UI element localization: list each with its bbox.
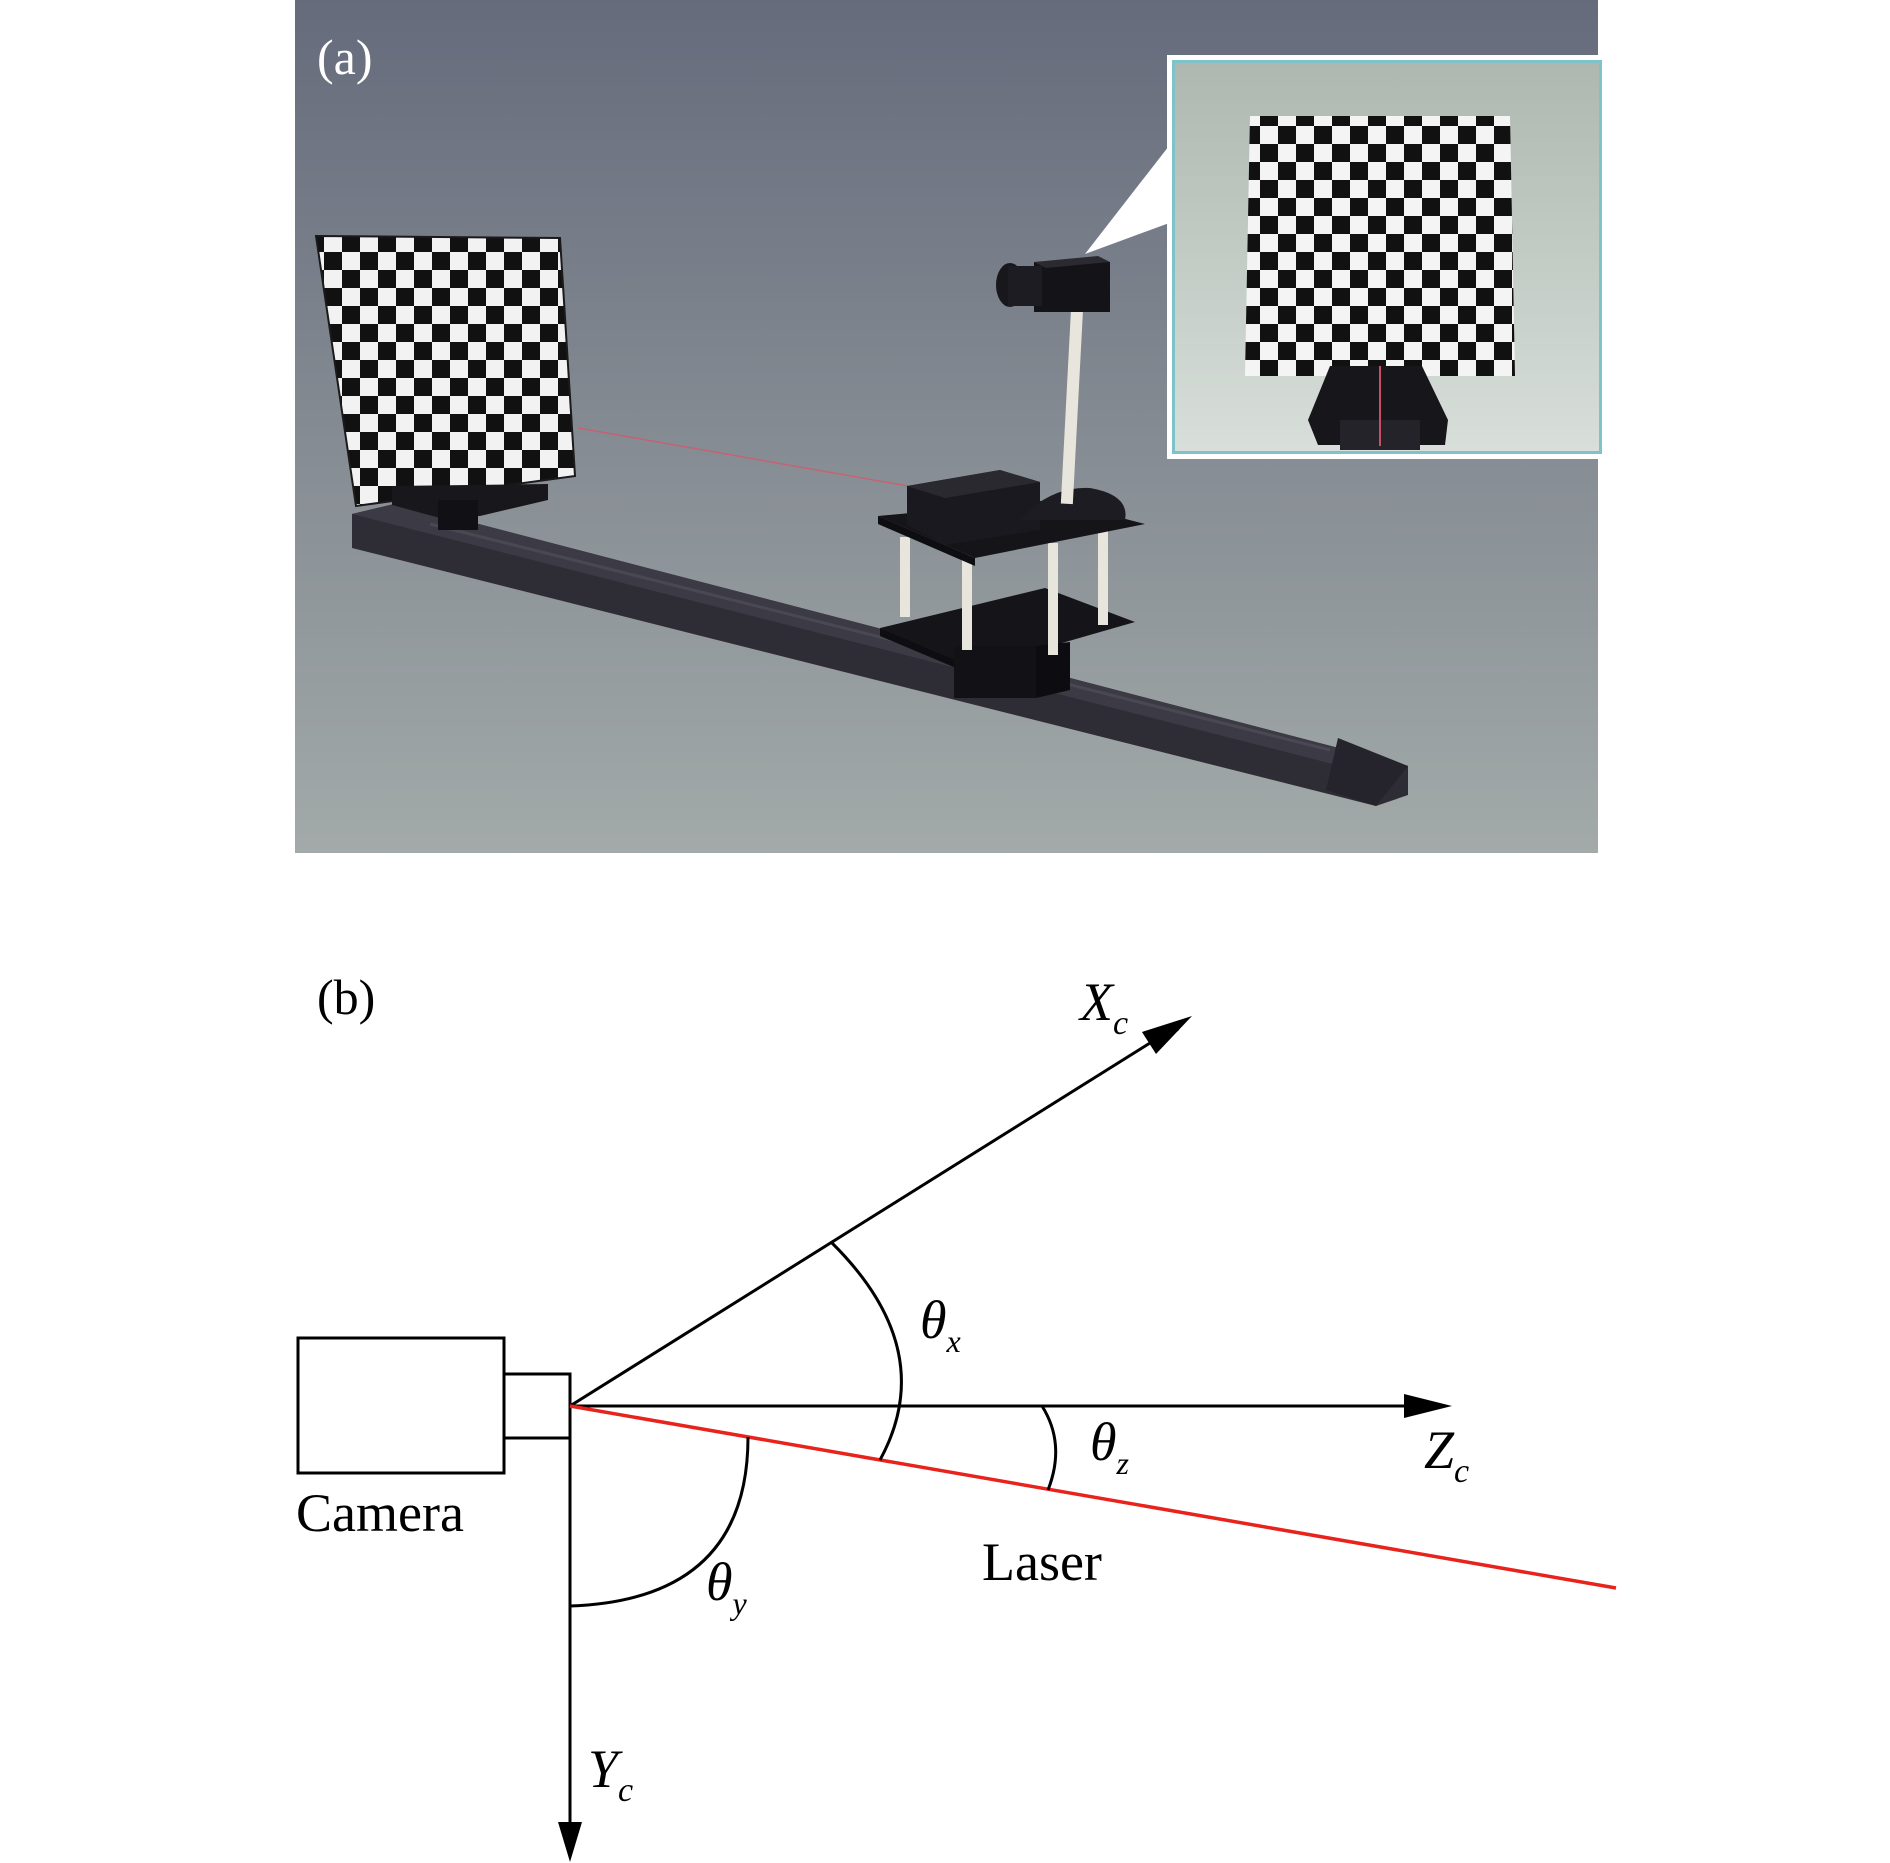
theta-x-arc xyxy=(830,1241,903,1461)
theta-z-label: θz xyxy=(1090,1412,1130,1481)
yc-label: Yc xyxy=(588,1739,633,1809)
theta-z-arc xyxy=(1040,1405,1058,1491)
xc-axis xyxy=(569,1021,1184,1408)
panel-b-label: (b) xyxy=(317,969,375,1025)
theta-y-label: θy xyxy=(706,1552,748,1621)
theta-y-arc xyxy=(569,1436,750,1608)
camera-lens xyxy=(502,1372,572,1440)
laser-beam xyxy=(577,427,909,487)
inset-checkerboard xyxy=(1245,116,1515,376)
panel-b: (b) Camera Xc Zc Yc θx θz θy Laser xyxy=(296,969,1617,1862)
zc-label: Zc xyxy=(1424,1420,1469,1490)
inset-view xyxy=(1167,55,1607,459)
theta-x-label: θx xyxy=(920,1290,961,1359)
optical-rail xyxy=(352,503,1408,806)
laser-line xyxy=(569,1404,1617,1590)
laser-label: Laser xyxy=(982,1532,1102,1592)
callout-wedge xyxy=(1085,142,1172,254)
xc-arrowhead xyxy=(1142,1016,1192,1054)
panel-a: (a) xyxy=(295,0,1607,853)
camera-body xyxy=(296,1336,506,1475)
carriage xyxy=(878,305,1145,698)
camera-label: Camera xyxy=(296,1483,464,1543)
yc-arrowhead xyxy=(558,1822,582,1862)
panel-a-label: (a) xyxy=(317,29,373,85)
zc-arrowhead xyxy=(1404,1394,1452,1418)
left-checkerboard xyxy=(314,234,577,530)
camera-model xyxy=(996,256,1110,312)
xc-label: Xc xyxy=(1078,972,1128,1042)
